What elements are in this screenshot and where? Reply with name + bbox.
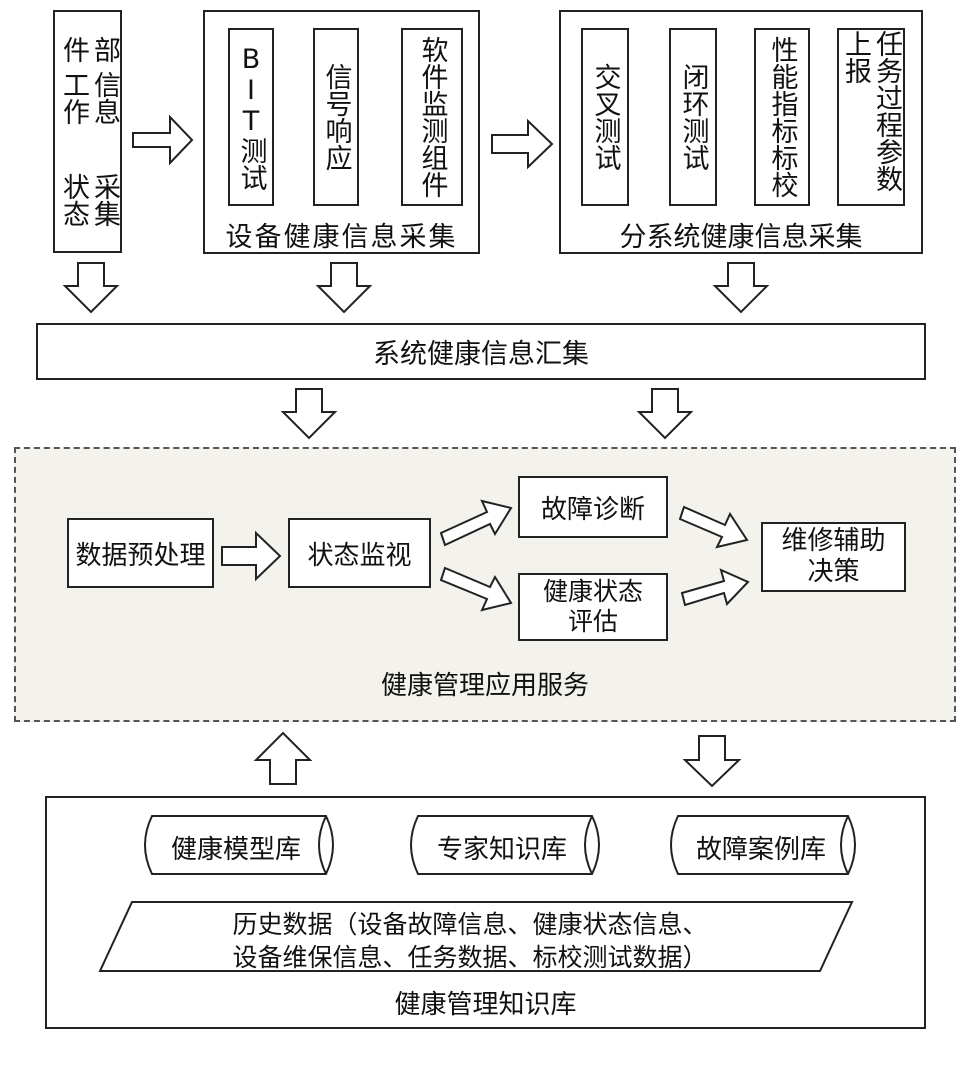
history-parallelogram <box>98 901 854 972</box>
subsystem-health-group: 交叉测试 闭环测试 性能指标标校 任务过程参数上报 分系统健康信息采集 <box>559 10 923 254</box>
cross-test-box: 交叉测试 <box>581 28 629 206</box>
arrow-down-4 <box>280 388 338 440</box>
performance-calibration-box: 性能指标标校 <box>754 28 810 206</box>
arrow-right-2 <box>491 118 554 170</box>
history-data-line-1: 历史数据（设备故障信息、健康状态信息、 <box>232 910 708 939</box>
fault-diagnosis-label: 故障诊断 <box>540 494 645 525</box>
signal-response-box: 信号响应 <box>313 28 359 206</box>
bit-test-label: BIT测试 <box>235 43 267 191</box>
db-fault-case: 故障案例库 <box>695 835 826 865</box>
arrow-diagnosis-maintenance <box>678 505 749 549</box>
software-monitor-box: 软件监测组件 <box>401 28 463 206</box>
knowledge-base-title: 健康管理知识库 <box>394 990 577 1020</box>
software-monitor-label: 软件监测组件 <box>416 36 448 198</box>
maintenance-decision-box: 维修辅助决策 <box>761 522 906 592</box>
bit-test-box: BIT测试 <box>228 28 274 206</box>
arrow-down-service-knowledge <box>682 735 742 788</box>
closed-loop-test-label: 闭环测试 <box>677 63 709 171</box>
health-assessment-label: 健康状态评估 <box>542 577 643 636</box>
fault-diagnosis-box: 故障诊断 <box>518 476 668 538</box>
system-health-aggregate-box: 系统健康信息汇集 <box>36 323 926 380</box>
preprocess-label: 数据预处理 <box>75 540 206 571</box>
task-param-report-box: 任务过程参数上报 <box>837 28 905 206</box>
component-line-3: 采集状态 <box>57 173 120 227</box>
task-param-report-label: 任务过程参数上报 <box>840 30 903 192</box>
system-health-aggregate-label: 系统健康信息汇集 <box>373 339 589 370</box>
device-health-group: BIT测试 信号响应 软件监测组件 设备健康信息采集 <box>203 10 480 254</box>
health-assessment-box: 健康状态评估 <box>518 573 668 641</box>
component-info-box: 部件 信息工作 采集状态 <box>53 10 122 253</box>
maintenance-decision-label: 维修辅助决策 <box>781 525 886 587</box>
arrow-down-5 <box>636 388 694 440</box>
subsystem-health-title: 分系统健康信息采集 <box>619 222 863 253</box>
device-health-title: 设备健康信息采集 <box>225 222 458 253</box>
performance-calibration-label: 性能指标标校 <box>766 36 798 198</box>
arrow-down-3 <box>712 262 770 314</box>
arrow-down-1 <box>62 262 120 314</box>
component-line-1: 部件 <box>57 36 120 63</box>
arrow-monitor-diagnosis <box>439 499 513 547</box>
cross-test-label: 交叉测试 <box>589 63 621 171</box>
signal-response-label: 信号响应 <box>320 63 352 171</box>
preprocess-box: 数据预处理 <box>67 518 214 588</box>
db-health-model: 健康模型库 <box>170 835 301 865</box>
arrow-monitor-assessment <box>439 566 513 612</box>
component-line-2: 信息工作 <box>57 71 120 125</box>
db-expert-knowledge: 专家知识库 <box>436 835 567 865</box>
arrow-down-2 <box>315 262 373 314</box>
arrow-assessment-maintenance <box>680 568 750 607</box>
status-monitor-label: 状态监视 <box>307 540 412 571</box>
arrow-preprocess-monitor <box>221 530 282 582</box>
history-data-line-2: 设备维保信息、任务数据、标校测试数据） <box>232 943 708 972</box>
status-monitor-box: 状态监视 <box>288 518 431 588</box>
health-service-title: 健康管理应用服务 <box>380 671 589 701</box>
arrow-up-knowledge-service <box>253 731 313 785</box>
arrow-right-1 <box>132 114 194 166</box>
closed-loop-test-box: 闭环测试 <box>669 28 717 206</box>
